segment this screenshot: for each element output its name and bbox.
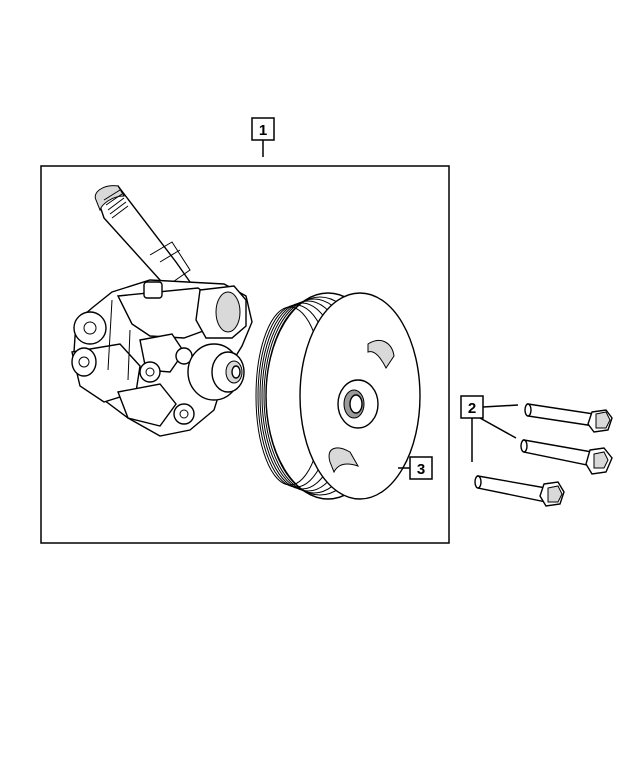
callout-2-label: 2 <box>468 400 476 417</box>
pulley[interactable] <box>255 292 421 500</box>
pulley-spoke-window-top <box>367 340 395 369</box>
bolt-3[interactable] <box>474 475 565 507</box>
pulley-spoke-window-bottom <box>328 447 360 474</box>
callout-2-leader-a <box>482 404 519 408</box>
pump-inlet-tube <box>94 185 191 297</box>
power-steering-pump[interactable] <box>71 185 253 437</box>
pump-shaft-boss <box>187 343 245 401</box>
pulley-bore-inner <box>349 394 363 414</box>
callout-2-leader-b <box>479 417 517 439</box>
assembly-frame <box>40 165 450 544</box>
callout-2[interactable]: 2 <box>460 395 519 462</box>
callout-3-box <box>409 456 433 480</box>
callout-3-label: 3 <box>417 461 425 478</box>
bolt-1[interactable] <box>524 403 613 433</box>
bolt-2[interactable] <box>520 439 613 475</box>
callout-1[interactable]: 1 <box>251 117 275 157</box>
callout-3[interactable]: 3 <box>398 456 433 480</box>
callout-1-label: 1 <box>259 122 267 139</box>
